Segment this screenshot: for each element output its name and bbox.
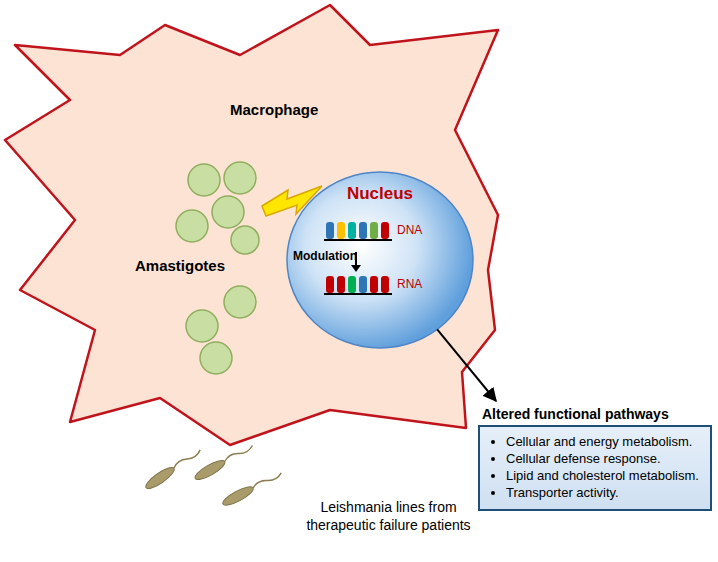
amastigote [224, 286, 256, 318]
modulation-label: Modulation [293, 249, 357, 263]
base-bar [370, 276, 378, 293]
amastigote [176, 210, 208, 242]
base-bar [337, 276, 345, 293]
pathways-box: Altered functional pathwaysCellular and … [478, 402, 712, 511]
base-bar [348, 222, 356, 239]
pathway-text: Cellular and energy metabolism. [506, 434, 692, 449]
pathways-panel: Cellular and energy metabolism. Cellular … [478, 425, 712, 511]
rna-label: RNA [397, 277, 422, 291]
base-bar [326, 222, 334, 239]
amastigote [188, 164, 220, 196]
amastigote [186, 310, 218, 342]
pathway-text: Cellular defense response. [506, 451, 661, 466]
pathway-text: Transporter activity. [506, 485, 619, 500]
promastigote [143, 446, 203, 492]
macrophage-cell: MacrophageAmastigotes NucleusDNA Modulatio… [0, 0, 505, 450]
base-bar [381, 222, 389, 239]
base-bar [326, 276, 334, 293]
nucleus: NucleusDNA ModulationRNA [285, 170, 475, 350]
backbone [324, 239, 392, 241]
box-heading: Altered functional pathways [478, 402, 712, 425]
cell-label: Macrophage [230, 101, 318, 118]
bullet-item: Lipid and cholesterol metabolism. [506, 467, 702, 484]
base-bar [337, 222, 345, 239]
base-bar [359, 276, 367, 293]
caption-label: Leishmania lines from therapeutic failur… [296, 498, 481, 534]
base-bar [381, 276, 389, 293]
bullet-item: Cellular and energy metabolism. [506, 433, 702, 450]
dna-label: DNA [397, 223, 422, 237]
promastigote [193, 441, 255, 483]
base-bar [370, 222, 378, 239]
amastigote [212, 196, 244, 228]
amastigote [224, 162, 256, 194]
promastigote [221, 469, 284, 509]
backbone [324, 293, 392, 295]
amastigote [231, 226, 259, 254]
bullet-item: Cellular defense response. [506, 450, 702, 467]
base-bar [348, 276, 356, 293]
cell-membrane [5, 5, 498, 445]
amastigotes-label: Amastigotes [135, 257, 225, 274]
promastigotes [143, 441, 283, 508]
pathway-text: Lipid and cholesterol metabolism. [506, 468, 699, 483]
base-bar [359, 222, 367, 239]
amastigote [200, 342, 232, 374]
bullet-item: Transporter activity. [506, 484, 702, 501]
nucleus-label: Nucleus [285, 184, 475, 204]
